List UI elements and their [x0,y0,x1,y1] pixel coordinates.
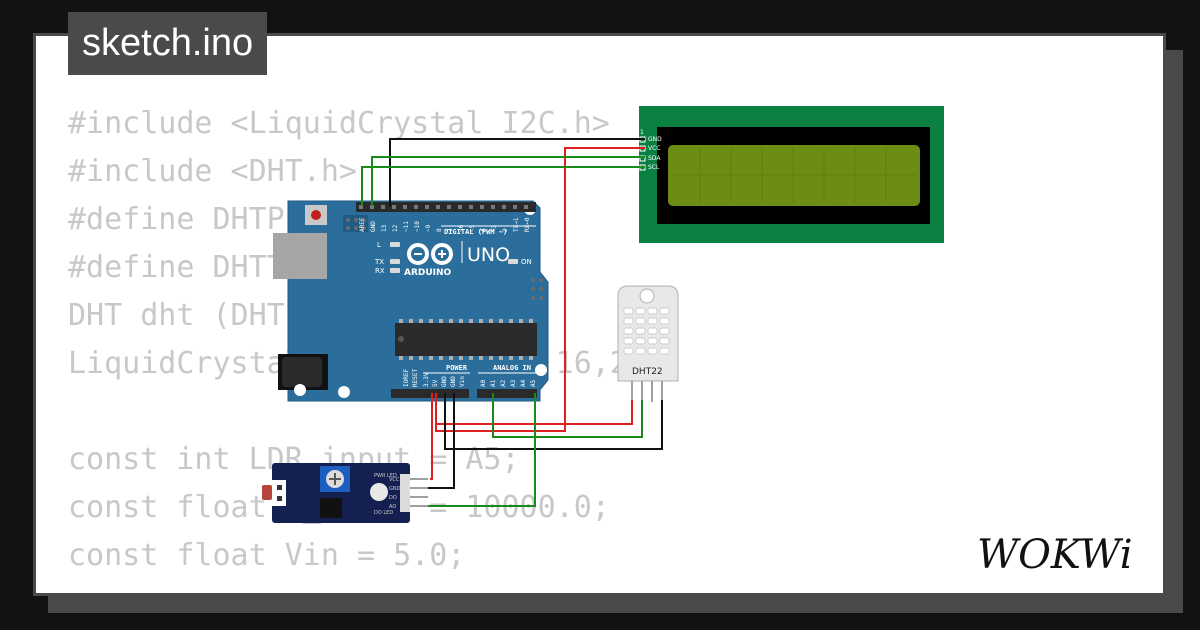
code-line: const float Vin = 5.0; [68,538,466,573]
pin-label: ~6 [458,224,465,232]
code-line: #include <DHT.h> [68,154,357,189]
lcd-pin-label: GND [648,136,662,143]
pin-label: 5V [432,379,439,387]
pin-label: Vin [459,376,466,387]
led-label: L [377,241,381,249]
pin-label: ~10 [414,221,421,232]
led-label: ON [521,258,532,266]
pin-label: 2 [502,228,509,232]
pin-label: A5 [530,379,537,387]
analog-header[interactable] [477,389,537,398]
pin-label: GND [450,376,457,387]
analog-header-label: ANALOG IN [493,364,531,372]
pin-label: AREF [359,217,366,232]
dht22-sensor[interactable]: DHT22 [617,285,679,402]
wire-ao-ldr [428,393,536,507]
lcd-pin-label: VCC [648,145,660,152]
pin-label: IOREF [403,369,410,387]
pin-label: RX←0 [524,217,531,232]
sensor-label: DHT22 [632,367,663,377]
arduino-logo [407,243,453,265]
module-label: VCC [389,477,400,483]
module-label: DO LED [374,510,393,516]
pin-label: A2 [500,379,507,387]
board-model: UNO [467,244,510,266]
wokwi-logo: WOKWi [977,532,1133,576]
wire-gnd-dht [444,393,663,450]
wire-scl-lcd [361,166,645,206]
pin-label: RESET [412,369,419,387]
pin-label: GND [441,376,448,387]
led-label: TX [374,258,384,266]
pin-label: A0 [480,379,487,387]
module-label: AO [389,504,396,510]
pin-label: ~3 [491,224,498,232]
wire-sda-lcd [371,156,645,206]
pin-label: 8 [436,228,443,232]
power-header[interactable] [391,389,469,398]
pin-label: A3 [510,379,517,387]
lcd-pin-label: SCL [648,164,660,171]
module-label: PWR LED [374,473,397,479]
usb-connector [273,233,327,279]
led-label: RX [375,267,385,275]
pin-label: A4 [520,379,527,387]
wire-gnd-ldr [428,393,455,489]
lcd-display[interactable]: 1 GND VCC SDA SCL [639,106,944,243]
lcd-pin-label: SDA [648,155,661,162]
module-label: GND [389,486,401,492]
pin-label: 12 [392,224,399,232]
wire-gnd-lcd [389,138,645,206]
photoresistor [262,485,272,500]
arduino-uno-board[interactable]: AREF GND 13 12 ~11 ~10 ~9 8 7 ~6 ~5 4 ~3… [273,200,549,402]
pin-label: ~11 [403,221,410,232]
status-led [370,483,388,501]
microcontroller-chip [395,323,537,356]
wire-data-dht [492,393,643,438]
board-brand: ARDUINO [404,268,452,278]
digital-header[interactable] [356,202,536,212]
pin-label: GND [370,221,377,232]
pin-label: A1 [490,379,497,387]
file-name-tab: sketch.ino [68,12,268,75]
pin-label: TX→1 [513,217,520,232]
preview-card [33,33,1166,596]
lcd-pin-marker: 1 [640,129,644,136]
wires [361,138,663,507]
digital-header-label: DIGITAL (PWM ~) [444,228,507,236]
wokwi-logo-text: WOKWi [977,532,1133,576]
pin-label: ~9 [425,224,432,232]
module-label: DO [389,495,397,501]
pin-label: 4 [480,228,487,232]
pin-label: 13 [381,224,388,232]
pin-label: 7 [447,228,454,232]
code-line: #include <LiquidCrystal_I2C.h> [68,106,610,141]
pin-label: 3.3V [423,372,430,387]
wire-5v-ldr [430,393,433,480]
pin-label: ~5 [469,224,476,232]
ldr-sensor-module[interactable]: PWR LED VCC GND DO AO DO LED [262,463,428,523]
power-header-label: POWER [446,364,468,372]
